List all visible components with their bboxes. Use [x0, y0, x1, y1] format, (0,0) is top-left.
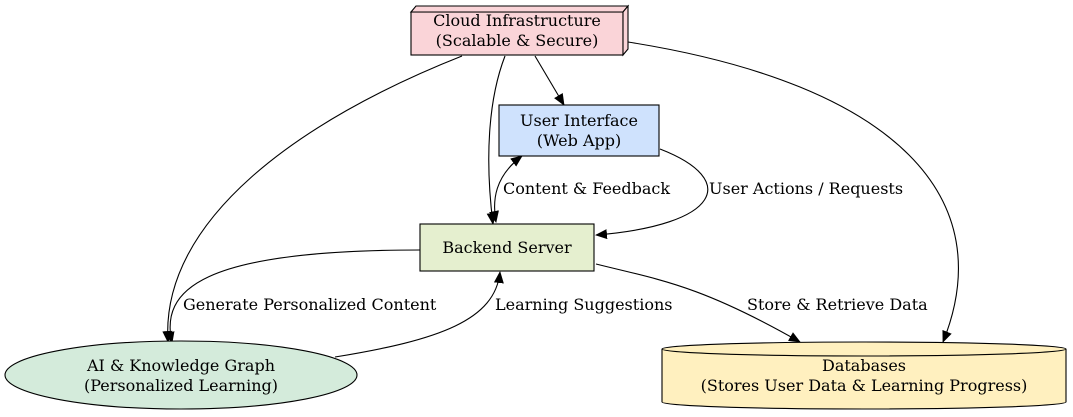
db-cylinder-top — [661, 341, 1067, 357]
db-subtitle: (Stores User Data & Learning Progress) — [701, 376, 1028, 395]
edge-ui-backend-bidirectional — [489, 155, 523, 223]
edge-label-content-feedback: Content & Feedback — [503, 179, 670, 198]
backend-title: Backend Server — [442, 238, 572, 257]
edge-backend-to-databases — [595, 263, 801, 343]
db-cylinder-body — [661, 349, 1067, 410]
ui-subtitle: (Web App) — [537, 131, 621, 150]
edge-label-generate-content: Generate Personalized Content — [183, 295, 437, 314]
node-user-interface[interactable]: User Interface (Web App) — [498, 104, 660, 157]
edge-ai-to-backend — [334, 271, 504, 358]
edge-label-learning-suggestions: Learning Suggestions — [495, 295, 672, 314]
cloud-box — [410, 11, 624, 56]
cloud-subtitle: (Scalable & Secure) — [436, 31, 599, 50]
node-databases[interactable]: Databases (Stores User Data & Learning P… — [661, 341, 1067, 410]
ai-subtitle: (Personalized Learning) — [84, 376, 278, 395]
db-title: Databases — [822, 356, 906, 375]
cloud-box-side — [622, 4, 629, 57]
edge-label-user-actions: User Actions / Requests — [709, 179, 903, 198]
edge-cloud-to-ui — [534, 55, 565, 106]
ai-title: AI & Knowledge Graph — [86, 356, 275, 375]
edge-labels: Content & Feedback User Actions / Reques… — [183, 179, 928, 314]
edge-label-store-retrieve: Store & Retrieve Data — [747, 295, 928, 314]
node-ai-knowledge-graph[interactable]: AI & Knowledge Graph (Personalized Learn… — [4, 340, 358, 410]
cloud-title: Cloud Infrastructure — [433, 11, 601, 30]
edge-cloud-to-databases — [627, 41, 959, 343]
ai-ellipse — [4, 340, 358, 410]
node-backend-server[interactable]: Backend Server — [419, 223, 595, 272]
ui-title: User Interface — [520, 111, 638, 130]
edge-cloud-to-ai — [162, 55, 463, 343]
node-cloud-infrastructure[interactable]: Cloud Infrastructure (Scalable & Secure) — [409, 4, 630, 57]
edge-ui-to-backend — [595, 148, 709, 240]
edges — [162, 41, 959, 358]
backend-box — [419, 223, 595, 272]
ui-box — [498, 104, 660, 157]
edge-backend-to-ai — [164, 249, 421, 344]
